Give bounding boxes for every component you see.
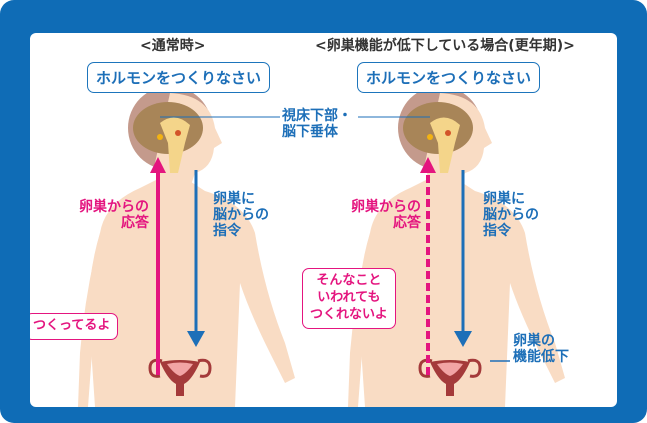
blue-arrow-down-icon — [187, 331, 205, 347]
label-line: 脳下垂体 — [282, 124, 338, 141]
title-normal: <通常時> — [140, 38, 206, 54]
pink-arrow-up-icon — [420, 157, 436, 173]
label-line: いわれても — [317, 289, 381, 305]
label-line: 応答 — [393, 215, 421, 232]
hypothalamus-label: 視床下部・ 脳下垂体 — [282, 108, 352, 140]
label-line: 指令 — [483, 223, 511, 240]
illustration — [78, 86, 565, 407]
label-line: 応答 — [121, 215, 149, 232]
label-line: 機能低下 — [513, 349, 569, 366]
diagram-panel: <通常時> <卵巣機能が低下している場合(更年期)> ホルモンをつくりなさい ホ… — [30, 33, 617, 407]
ovary-decline-label: 卵巣の 機能低下 — [513, 333, 569, 365]
label-line: 視床下部・ — [282, 108, 352, 124]
label-line: 卵巣に — [483, 191, 525, 207]
label-line: 卵巣からの — [351, 199, 421, 215]
ovary-bubble-right: そんなこと いわれても つくれないよ — [302, 268, 396, 329]
title-decline: <卵巣機能が低下している場合(更年期)> — [315, 38, 575, 54]
blue-arrow-down-icon — [454, 331, 472, 347]
label-line: 脳からの — [213, 207, 269, 224]
response-label-left: 卵巣からの 応答 — [79, 199, 149, 231]
command-label-right: 卵巣に 脳からの 指令 — [483, 191, 539, 239]
label-line: つくれないよ — [310, 306, 388, 322]
body-figure-left — [78, 86, 295, 407]
brain-bubble-left: ホルモンをつくりなさい — [87, 62, 271, 93]
response-label-right: 卵巣からの 応答 — [351, 199, 421, 231]
command-label-left: 卵巣に 脳からの 指令 — [213, 191, 269, 239]
ovary-bubble-left: つくってるよ — [30, 313, 119, 340]
label-line: 脳からの — [483, 207, 539, 224]
label-line: 卵巣からの — [79, 199, 149, 215]
label-line: そんなこと — [316, 273, 382, 288]
label-line: 卵巣に — [213, 191, 255, 207]
brain-bubble-right: ホルモンをつくりなさい — [357, 62, 541, 93]
label-line: 卵巣の — [513, 333, 555, 349]
label-line: 指令 — [213, 223, 241, 240]
pink-arrow-up-icon — [150, 157, 166, 173]
